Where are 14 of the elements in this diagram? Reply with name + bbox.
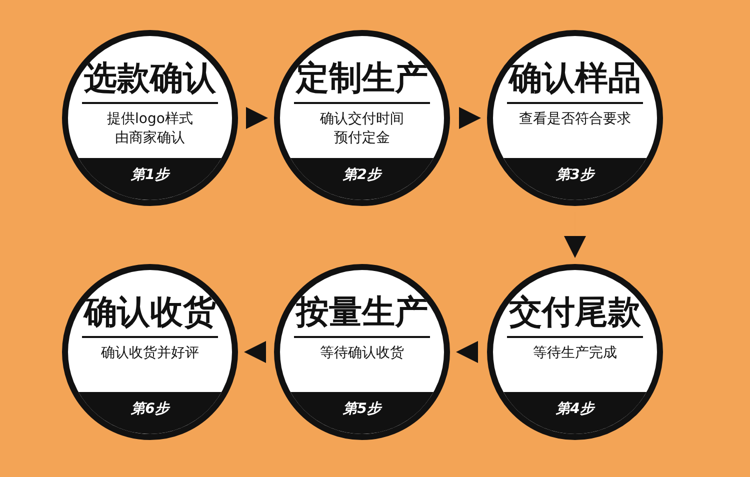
step-title: 按量生产 xyxy=(294,292,429,332)
step-description: 等待确认收货 xyxy=(319,344,405,363)
step-description: 确认交付时间预付定金 xyxy=(319,110,405,148)
step-title: 交付尾款 xyxy=(508,292,642,332)
step-description: 查看是否符合要求 xyxy=(518,110,632,129)
arrow xyxy=(244,107,268,129)
step-title: 确认样品 xyxy=(507,58,642,98)
step-title: 定制生产 xyxy=(294,58,429,98)
step-description: 提供logo样式由商家确认 xyxy=(106,110,194,148)
step-title: 确认收货 xyxy=(82,292,217,332)
arrow xyxy=(244,341,268,363)
step-title: 选款确认 xyxy=(83,58,217,98)
step-description: 确认收货并好评 xyxy=(100,344,200,363)
step-description: 等待生产完成 xyxy=(532,344,618,363)
